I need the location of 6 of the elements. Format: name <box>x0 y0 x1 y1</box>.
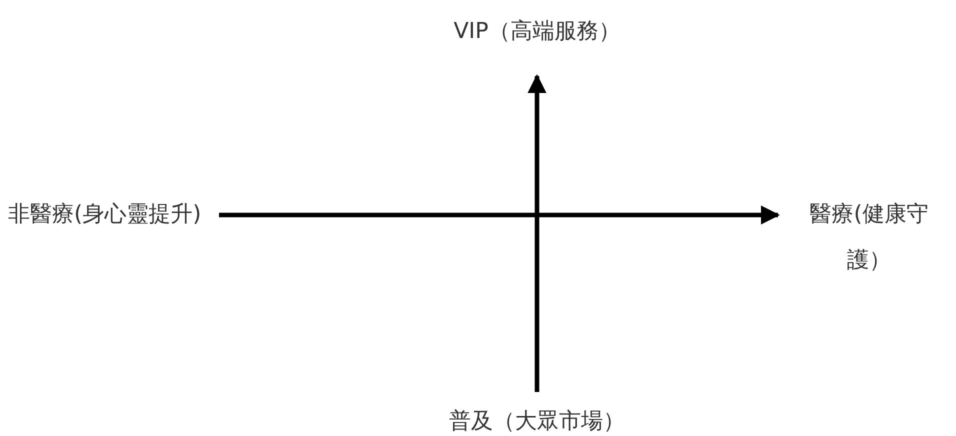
arrow <box>219 206 780 224</box>
axis-label: 醫療(健康守護） <box>808 201 930 275</box>
axis-label: 非醫療(身心靈提升) <box>8 201 202 229</box>
axis-label: VIP（高端服務） <box>454 18 620 46</box>
arrow <box>528 74 546 392</box>
axis-label: 普及（大眾市場） <box>449 408 625 436</box>
